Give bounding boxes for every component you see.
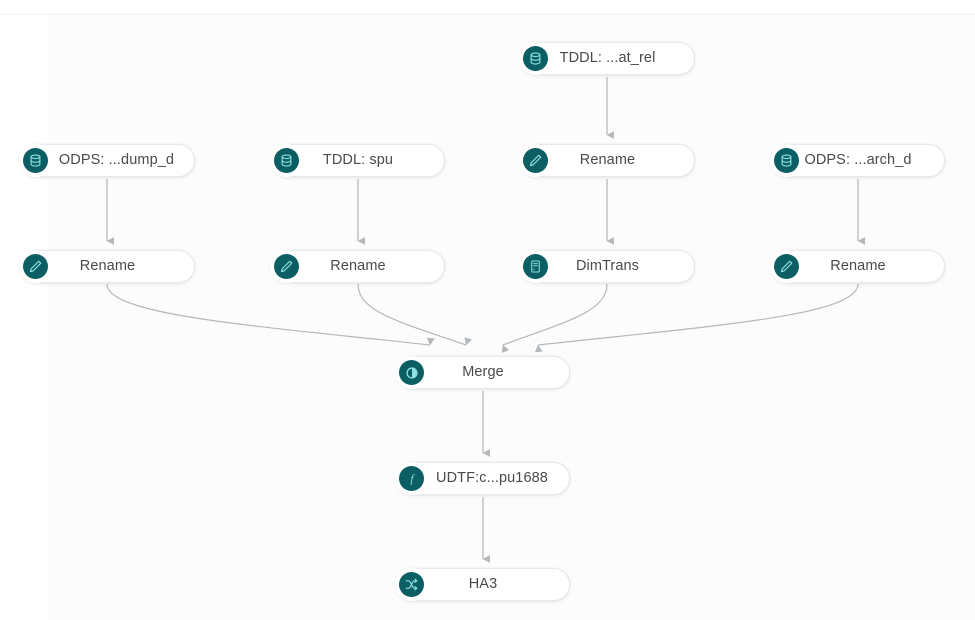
database-icon (770, 144, 803, 177)
node-rename-top[interactable]: Rename (519, 144, 695, 177)
node-rename-3[interactable]: Rename (770, 250, 945, 283)
top-divider (0, 14, 975, 15)
node-label: Rename (79, 258, 136, 275)
node-tddl-at-rel[interactable]: TDDL: ...at_rel (519, 42, 695, 75)
database-icon (19, 144, 52, 177)
pencil-icon (770, 250, 803, 283)
node-label: Rename (579, 152, 636, 169)
node-odps-dump-d[interactable]: ODPS: ...dump_d (19, 144, 195, 177)
node-label: UDTF:c...pu1688 (436, 470, 548, 487)
node-label: DimTrans (575, 258, 640, 275)
node-udtf[interactable]: f UDTF:c...pu1688 (395, 462, 570, 495)
database-icon (270, 144, 303, 177)
node-tddl-spu[interactable]: TDDL: spu (270, 144, 445, 177)
pencil-icon (519, 144, 552, 177)
database-icon (519, 42, 552, 75)
edge-dimtrans-merge (501, 283, 608, 353)
function-icon: f (395, 462, 428, 495)
edge-rename_2-merge (357, 283, 472, 346)
shuffle-icon (395, 568, 428, 601)
node-dimtrans[interactable]: DimTrans (519, 250, 695, 283)
node-label: Rename (330, 258, 386, 275)
node-label: TDDL: ...at_rel (559, 50, 656, 67)
node-label: ODPS: ...arch_d (804, 152, 912, 169)
document-icon (519, 250, 552, 283)
node-odps-arch-d[interactable]: ODPS: ...arch_d (770, 144, 945, 177)
node-ha3[interactable]: HA3 (395, 568, 570, 601)
graph-surface (48, 15, 975, 620)
node-rename-2[interactable]: Rename (270, 250, 445, 283)
node-label: Merge (462, 364, 504, 381)
node-label: ODPS: ...dump_d (58, 152, 175, 169)
node-label: HA3 (468, 576, 498, 593)
node-merge[interactable]: Merge (395, 356, 570, 389)
node-label: Rename (830, 258, 886, 275)
pencil-icon (19, 250, 52, 283)
edge-rename_1-merge (106, 283, 435, 346)
edge-rename_3-merge (534, 283, 859, 353)
node-label: TDDL: spu (322, 152, 394, 169)
pencil-icon (270, 250, 303, 283)
svg-text:f: f (410, 473, 415, 485)
node-rename-1[interactable]: Rename (19, 250, 195, 283)
merge-icon (395, 356, 428, 389)
